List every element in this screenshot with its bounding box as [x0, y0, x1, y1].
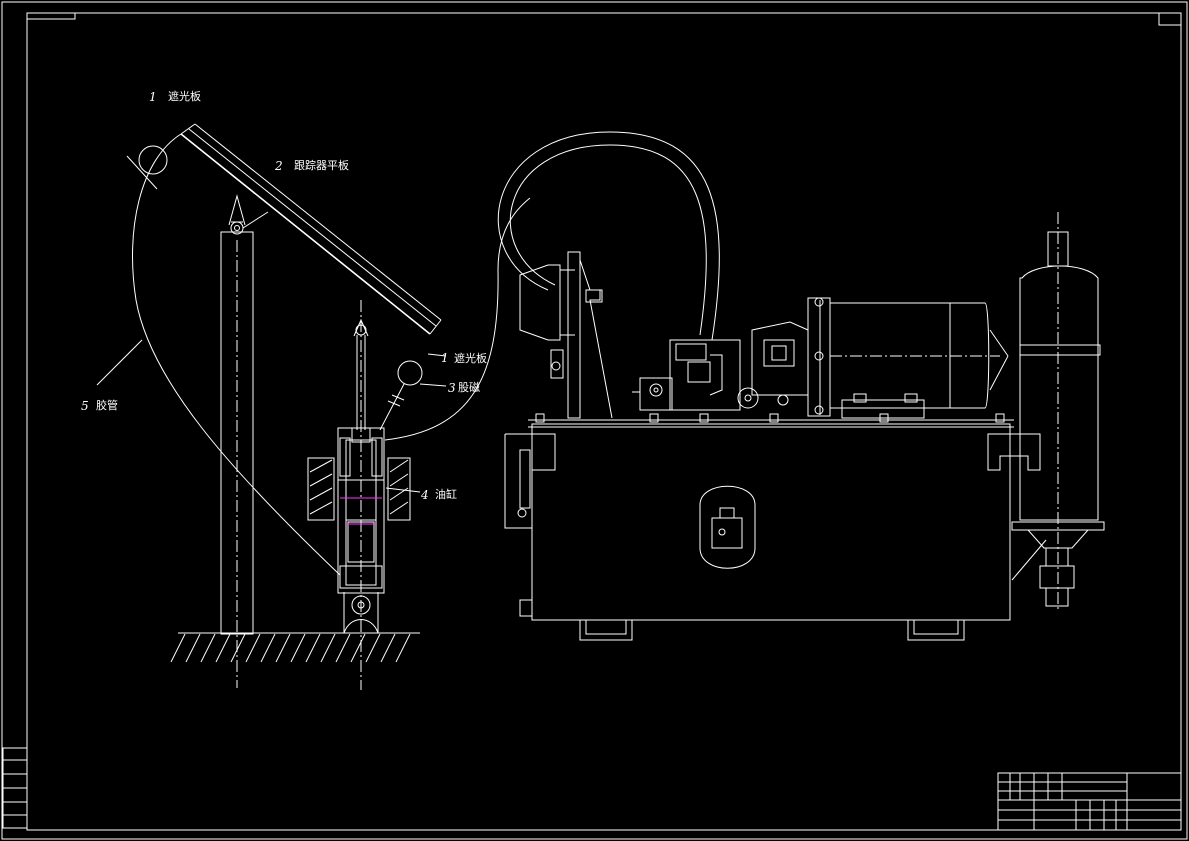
tracker-mechanism — [126, 123, 442, 690]
corner-box-top-left — [26, 12, 76, 20]
inner-frame — [26, 12, 1182, 831]
label-hose: 胶管 — [96, 398, 118, 412]
title-block — [997, 772, 1182, 831]
callout-leaders — [96, 339, 447, 493]
label-sensor: 股磁 — [458, 381, 480, 394]
label-4-number: 4 — [420, 488, 429, 502]
label-2-number: 2 — [274, 159, 283, 173]
label-3-number: 3 — [448, 381, 456, 395]
label-cylinder: 油缸 — [435, 487, 457, 501]
left-stamp-block — [2, 747, 28, 829]
hydraulic-station — [384, 131, 1105, 641]
label-1-number: 1 — [149, 90, 157, 104]
label-1b-number: 1 — [441, 351, 449, 365]
corner-box-top-right — [1158, 12, 1182, 26]
label-tracker-plate: 跟踪器平板 — [294, 158, 349, 172]
label-shade-plate: 遮光板 — [168, 89, 201, 103]
label-shade-plate-right: 遮光板 — [454, 351, 487, 365]
label-5-number: 5 — [81, 399, 89, 413]
